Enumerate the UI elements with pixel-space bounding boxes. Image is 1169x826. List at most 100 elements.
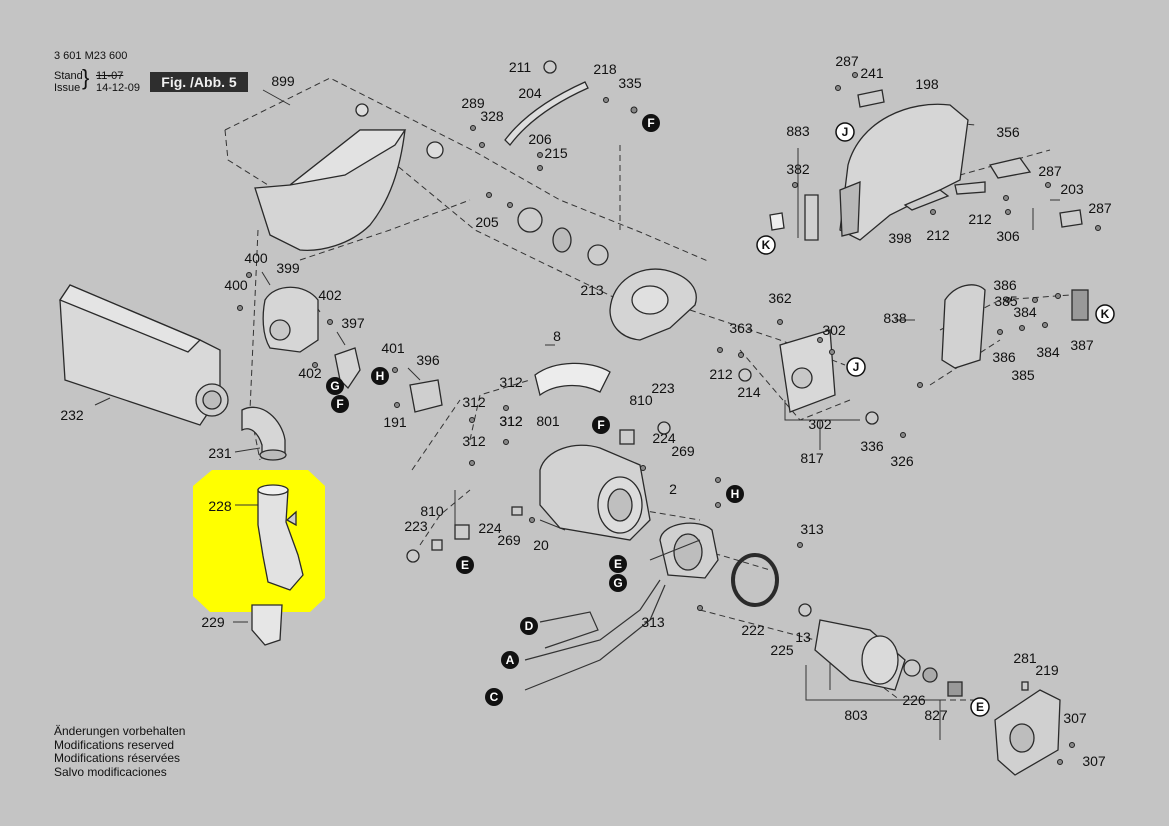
- part-label-225: 225: [770, 642, 794, 658]
- marker-f: F: [642, 114, 660, 132]
- note-es: Salvo modificaciones: [54, 764, 167, 779]
- part-label-20: 20: [533, 537, 549, 553]
- svg-text:J: J: [853, 360, 860, 374]
- part-label-224: 224: [652, 430, 676, 446]
- label-plate: [534, 362, 611, 397]
- part-label-231: 231: [208, 445, 232, 461]
- part-label-838: 838: [883, 310, 907, 326]
- marker-j: J: [835, 122, 855, 142]
- part-label-307: 307: [1063, 710, 1087, 726]
- part-label-386: 386: [993, 277, 1017, 293]
- svg-text:F: F: [597, 418, 604, 432]
- part-label-302: 302: [808, 416, 832, 432]
- part-label-204: 204: [518, 85, 542, 101]
- handle: [941, 284, 986, 369]
- svg-text:F: F: [336, 397, 343, 411]
- part-label-287: 287: [1038, 163, 1062, 179]
- upper-guard: [839, 103, 969, 241]
- marker-d: D: [520, 617, 538, 635]
- stand-date: 11-07: [96, 70, 124, 82]
- svg-text:K: K: [762, 238, 771, 252]
- dust-bag: [59, 284, 229, 426]
- part-label-402: 402: [298, 365, 322, 381]
- part-label-219: 219: [1035, 662, 1059, 678]
- part-label-224: 224: [478, 520, 502, 536]
- part-label-313: 313: [800, 521, 824, 537]
- lower-guard: [609, 268, 697, 341]
- part-label-335: 335: [618, 75, 642, 91]
- part-label-386: 386: [992, 349, 1016, 365]
- reference-lines: [94, 89, 1060, 740]
- svg-text:G: G: [330, 379, 339, 393]
- link-lever: [504, 81, 589, 146]
- part-label-307: 307: [1082, 753, 1106, 769]
- part-label-206: 206: [528, 131, 552, 147]
- figure-label: Fig. /Abb. 5: [150, 72, 248, 92]
- marker-e: E: [456, 556, 474, 574]
- part-label-810: 810: [629, 392, 653, 408]
- part-label-399: 399: [276, 260, 300, 276]
- part-label-400: 400: [244, 250, 268, 266]
- svg-text:E: E: [461, 558, 469, 572]
- marker-k: K: [1095, 304, 1115, 324]
- motor-housing: [539, 444, 651, 541]
- modification-notes: Änderungen vorbehalten Modifications res…: [54, 724, 186, 779]
- mount-plate: [779, 329, 836, 413]
- part-label-198: 198: [915, 76, 939, 92]
- chute-part: [257, 484, 304, 591]
- part-label-214: 214: [737, 384, 761, 400]
- part-label-229: 229: [201, 614, 225, 630]
- marker-f: F: [592, 416, 610, 434]
- drawing-number: 3 601 M23 600: [54, 50, 128, 62]
- svg-text:J: J: [842, 125, 849, 139]
- part-label-232: 232: [60, 407, 84, 423]
- part-label-215: 215: [544, 145, 568, 161]
- svg-text:C: C: [490, 690, 499, 704]
- part-label-212: 212: [709, 366, 733, 382]
- part-label-363: 363: [729, 320, 753, 336]
- svg-text:D: D: [525, 619, 534, 633]
- part-label-385: 385: [1011, 367, 1035, 383]
- svg-text:A: A: [506, 653, 515, 667]
- part-label-384: 384: [1036, 344, 1060, 360]
- note-fr: Modifications réservées: [54, 751, 181, 765]
- part-label-205: 205: [475, 214, 499, 230]
- svg-text:K: K: [1101, 307, 1110, 321]
- wires: [524, 539, 701, 691]
- part-label-228: 228: [208, 498, 232, 514]
- part-label-817: 817: [800, 450, 824, 466]
- note-de: Änderungen vorbehalten: [54, 724, 186, 738]
- issue-label: Issue: [54, 82, 81, 94]
- marker-e: E: [609, 555, 627, 573]
- armature: [814, 619, 906, 691]
- part-label-397: 397: [341, 315, 365, 331]
- part-label-2: 2: [669, 481, 677, 497]
- svg-text:F: F: [647, 116, 654, 130]
- svg-text:E: E: [976, 700, 984, 714]
- brace: }: [82, 65, 90, 90]
- part-label-287: 287: [835, 53, 859, 69]
- marker-e: E: [970, 697, 990, 717]
- issue-date: 14-12-09: [96, 82, 141, 94]
- part-label-13: 13: [795, 629, 811, 645]
- part-label-211: 211: [509, 59, 532, 75]
- part-label-400: 400: [224, 277, 248, 293]
- part-label-306: 306: [996, 228, 1020, 244]
- marker-j: J: [846, 357, 866, 377]
- svg-text:G: G: [613, 576, 622, 590]
- part-label-226: 226: [902, 692, 926, 708]
- marker-h: H: [726, 485, 744, 503]
- part-label-212: 212: [968, 211, 992, 227]
- part-label-396: 396: [416, 352, 440, 368]
- marker-h: H: [371, 367, 389, 385]
- part-label-287: 287: [1088, 200, 1112, 216]
- part-label-218: 218: [593, 61, 617, 77]
- part-label-269: 269: [671, 443, 695, 459]
- part-label-203: 203: [1060, 181, 1084, 197]
- end-housing: [994, 689, 1061, 776]
- marker-k: K: [756, 235, 776, 255]
- stand-label: Stand: [54, 70, 83, 82]
- part-label-312: 312: [462, 394, 486, 410]
- screws: [237, 72, 1101, 765]
